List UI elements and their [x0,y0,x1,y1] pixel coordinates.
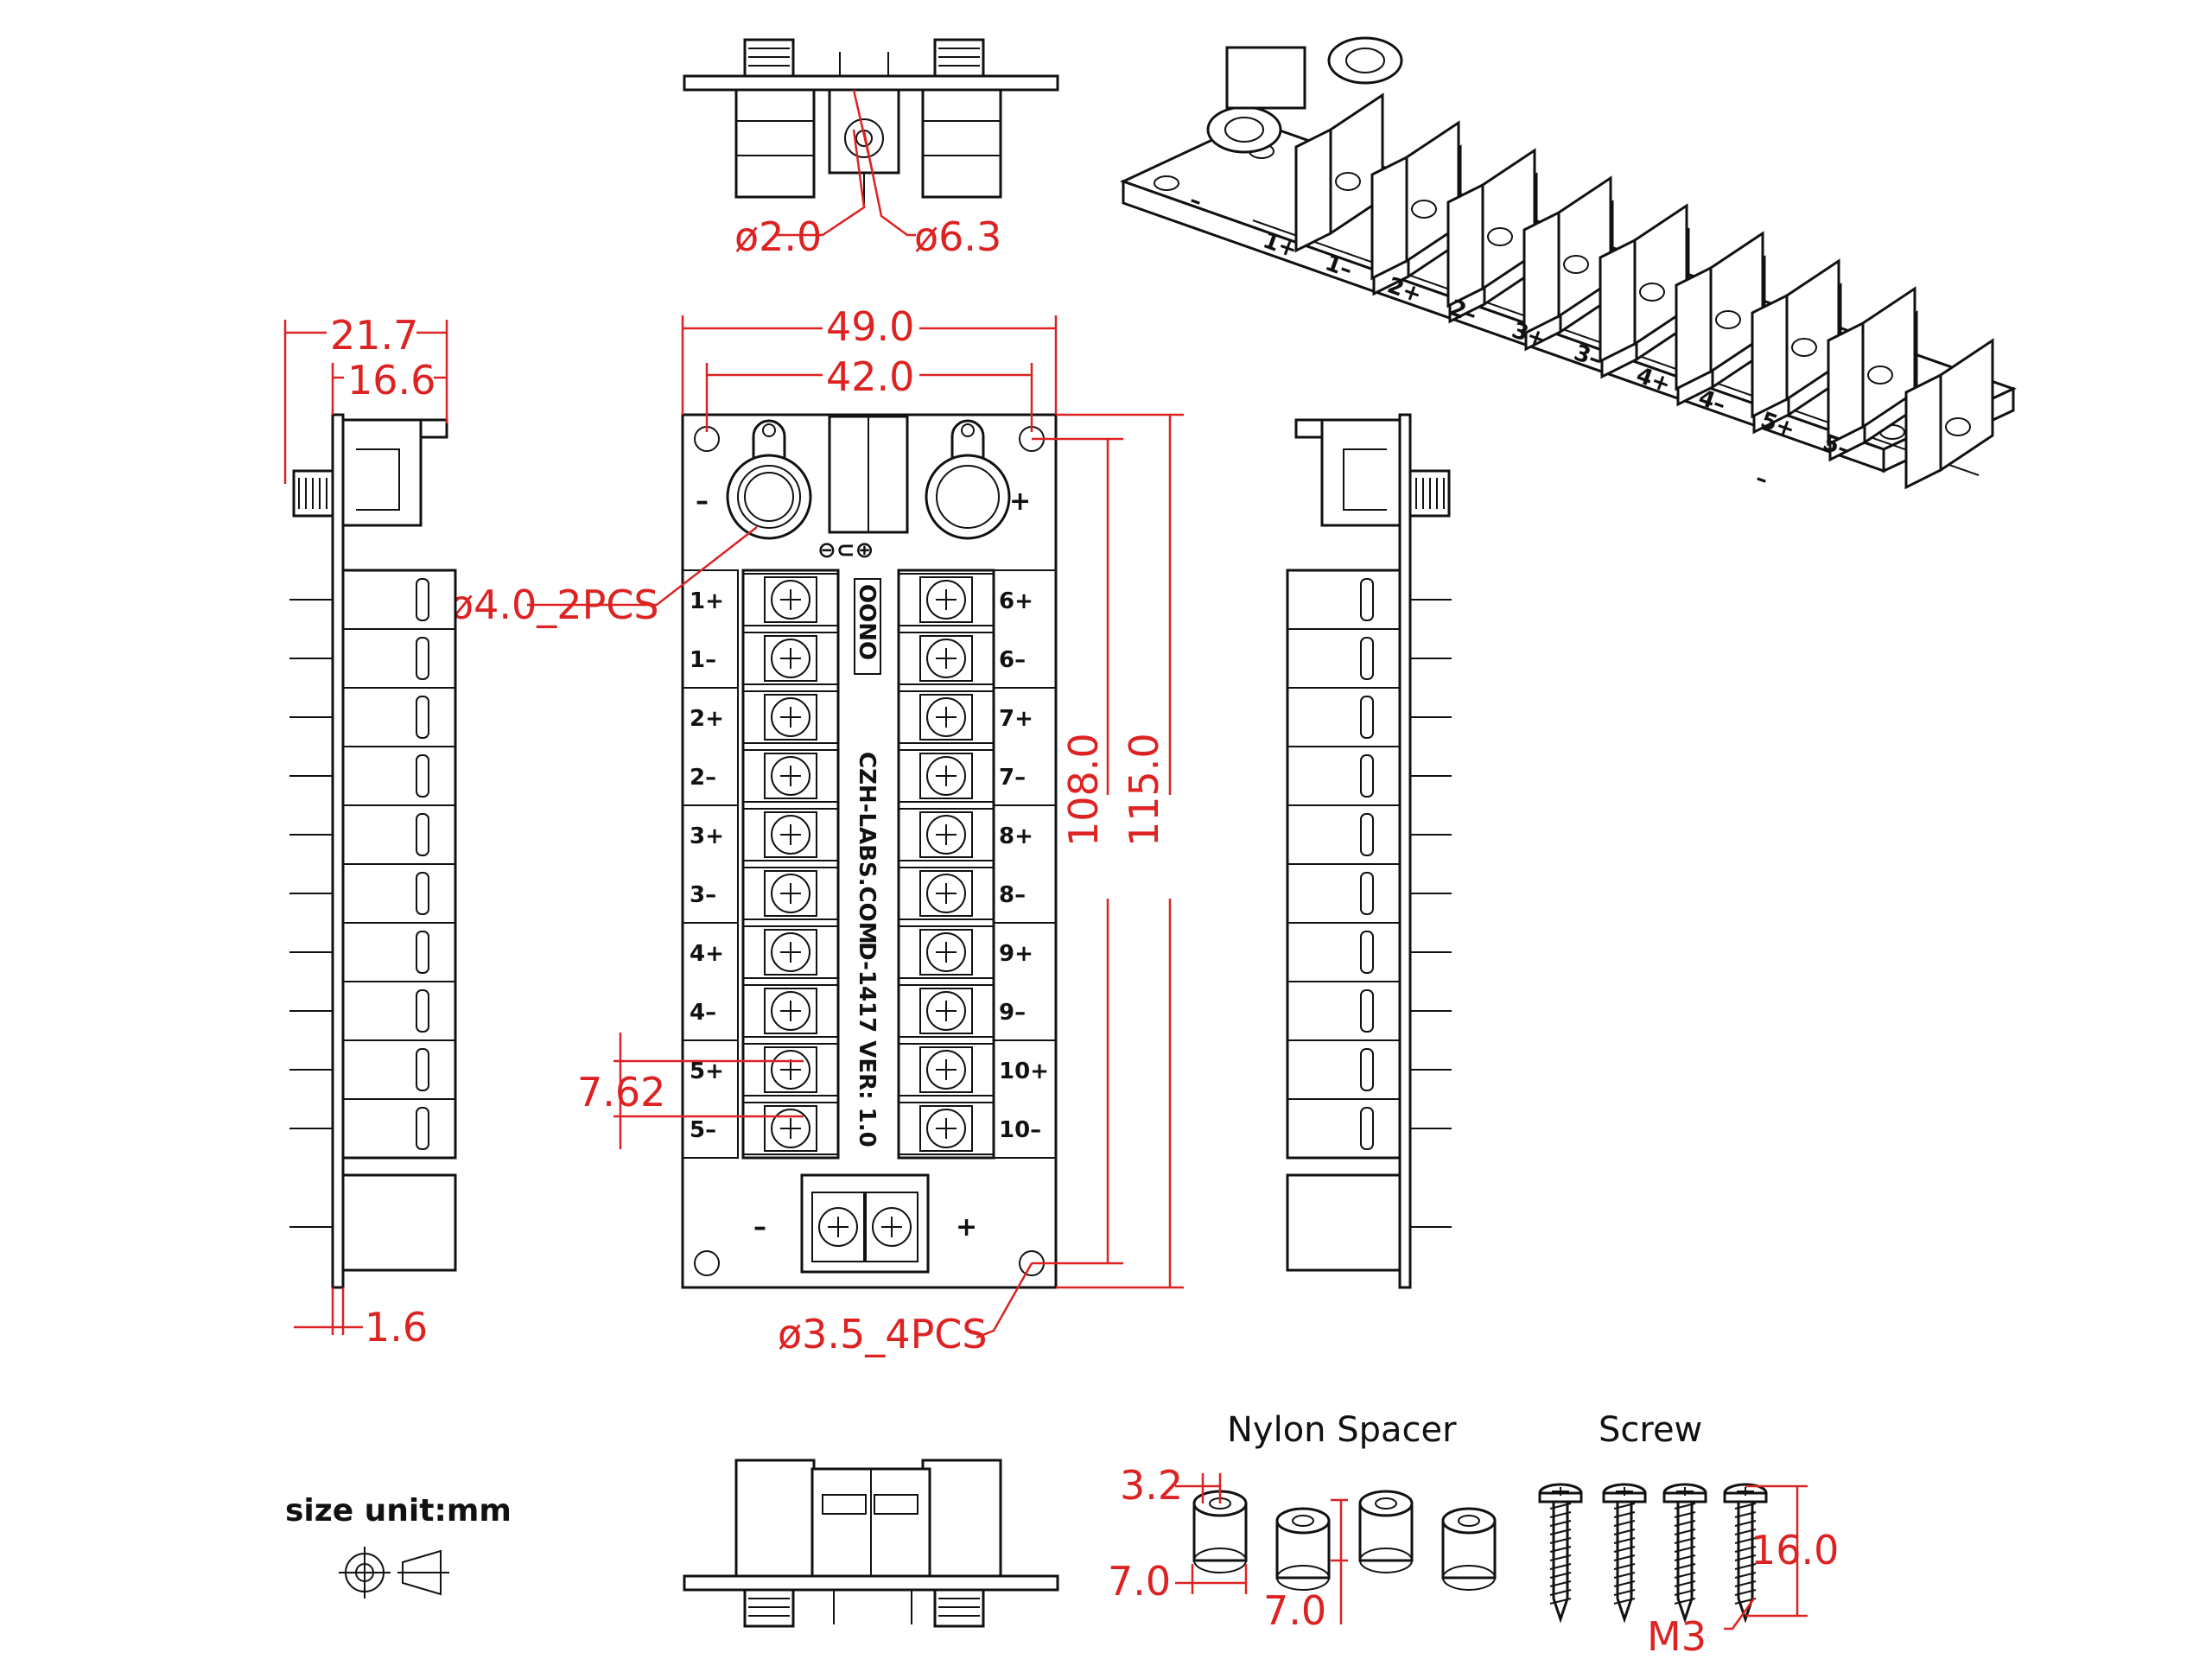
terminal-pitch-dim: 7.62 [577,1069,665,1116]
binding-post-hole-dim: ø4.0_2PCS [449,582,659,628]
screw-title: Screw [1599,1410,1702,1450]
terminal-screw-icon[interactable] [898,984,995,1038]
left-side-dimensions: 21.7 16.6 1.6 [283,311,448,1351]
terminal-label-right: 10+ [999,1058,1049,1084]
screw-thread-dim: M3 [1647,1613,1707,1659]
top-view [683,38,1059,204]
front-view-dimensions: 49.0 42.0 115.0 108.0 ø4.0_2PCS 7.62 ø3.… [449,302,1191,1357]
width-holes-dim: 42.0 [826,353,914,400]
size-unit-label: size unit:mm [285,1493,512,1529]
screw-icon [1723,1483,1768,1624]
terminal-label-left: 4+ [690,941,724,967]
terminal-label-right: 8– [999,882,1026,908]
spacer-icon [1275,1507,1331,1591]
terminal-label-right: 9– [999,1000,1026,1026]
bottom-view [683,1459,1059,1628]
screw-icon [1662,1483,1707,1624]
brand-logo: OONO [854,578,881,675]
terminal-label-right: 7+ [999,706,1033,732]
binding-post-icon [925,419,1011,540]
terminal-screw-icon[interactable] [742,749,839,803]
terminal-screw-icon[interactable] [898,1043,995,1096]
terminal-screw-icon[interactable] [742,867,839,920]
terminal-screw-icon[interactable] [898,573,995,626]
terminal-screw-icon[interactable] [742,808,839,861]
terminal-screw-icon[interactable] [898,925,995,979]
nylon-spacer-title: Nylon Spacer [1227,1410,1457,1450]
terminal-label-left: 3+ [690,823,724,849]
terminal-screw-icon[interactable] [742,632,839,685]
top-view-dimensions: ø2.0 ø6.3 [734,89,1001,260]
screw-icon [1538,1483,1583,1624]
terminal-label-right: 6+ [999,588,1033,614]
size-unit-block: size unit:mm [285,1493,512,1599]
terminal-label-left: 2+ [690,706,724,732]
iso-polarity-minus-right: – [1752,465,1771,493]
terminal-label-left: 1– [690,647,716,673]
terminal-label-left: 1+ [690,588,724,614]
front-view: – + ⊖⊂⊕ 1+ 1– 2+ 2– 3+ 3– 4+ 4– 5+ 5– 6+ 6– 7+ 7– 8+ 8… [681,413,1058,1289]
side-depth-inner-dim: 16.6 [347,357,435,404]
terminal-screw-icon[interactable] [742,690,839,744]
bottom-plus-label: + [956,1212,977,1243]
website-text: CZH-LABS.COM [854,752,880,944]
mount-hole-dim: ø3.5_4PCS [778,1311,988,1357]
side-depth-total-dim: 21.7 [330,312,418,359]
terminal-screw-icon[interactable] [742,1043,839,1096]
top-hole-large-dim: ø6.3 [914,213,1001,260]
left-side-view [289,413,457,1289]
model-text: D-1417 VER: 1.0 [854,942,880,1147]
isometric-view: 1+1–2+2–3+3–4+4–5+5– – – [1120,36,2017,493]
front-minus-label: – [696,486,709,517]
terminal-label-right: 8+ [999,823,1033,849]
width-total-dim: 49.0 [826,303,914,350]
spacer-icon [1192,1490,1248,1573]
terminal-label-left: 5+ [690,1058,724,1084]
terminal-label-right: 9+ [999,941,1033,967]
spacer-icon [1441,1507,1497,1591]
front-plus-label: + [1009,486,1031,517]
terminal-screw-icon[interactable] [898,1102,995,1155]
terminal-screw-icon[interactable] [898,690,995,744]
spacer-outer-dim: 7.0 [1108,1558,1171,1605]
terminal-label-right: 10– [999,1117,1041,1143]
right-side-view [1286,413,1452,1289]
terminal-screw-icon[interactable] [742,1102,839,1155]
nylon-spacer-block: Nylon Spacer 3.2 7.0 7.0 [1108,1410,1497,1634]
binding-post-icon [726,419,812,540]
mount-hole-bl [694,1250,720,1276]
terminal-screw-icon[interactable] [898,808,995,861]
brand-text: OONO [854,584,880,660]
terminal-label-right: 7– [999,765,1026,791]
spacer-height-dim: 7.0 [1263,1587,1326,1634]
bottom-minus-label: – [753,1212,766,1243]
terminal-screw-icon[interactable] [742,984,839,1038]
spacer-icon [1358,1490,1414,1573]
screw-block: Screw 16.0 M3 [1538,1410,1839,1659]
iso-terminal-block [1827,286,1994,490]
terminal-screw-icon[interactable] [742,925,839,979]
first-angle-projection-icon [339,1547,449,1599]
polarity-symbol: ⊖⊂⊕ [817,537,874,563]
terminal-label-left: 4– [690,1000,716,1026]
board-thickness-dim: 1.6 [365,1304,428,1351]
terminal-screw-icon[interactable] [898,632,995,685]
terminal-label-left: 5– [690,1117,716,1143]
spacer-inner-dim: 3.2 [1120,1462,1183,1509]
terminal-label-left: 2– [690,765,716,791]
terminal-screw-icon[interactable] [898,749,995,803]
height-holes-dim: 108.0 [1060,733,1107,847]
screw-length-dim: 16.0 [1751,1527,1839,1573]
screw-icon [1602,1483,1647,1624]
terminal-screw-icon[interactable] [742,573,839,626]
terminal-label-left: 3– [690,882,716,908]
top-hole-small-dim: ø2.0 [734,213,822,260]
terminal-label-right: 6– [999,647,1026,673]
terminal-screw-icon[interactable] [898,867,995,920]
